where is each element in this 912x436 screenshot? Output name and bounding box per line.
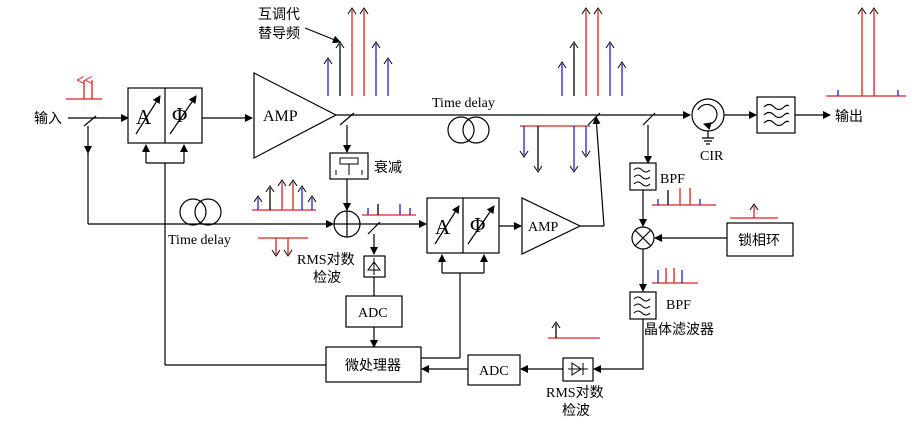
imd-pointer xyxy=(304,27,341,44)
vm2-phi-adjust-arrow xyxy=(467,205,495,245)
rms-left-label-2: 检波 xyxy=(313,270,341,286)
cir-label: CIR xyxy=(700,149,724,164)
input-label: 输入 xyxy=(34,111,62,127)
output-sample-coupler xyxy=(642,112,656,126)
attenuator-legs xyxy=(335,164,363,175)
vm1-phi-adjust-arrow xyxy=(169,95,197,135)
output-spectrum-icon xyxy=(826,7,906,97)
diode-icon-left xyxy=(367,258,381,275)
rms-left-label-1: RMS对数 xyxy=(297,252,355,268)
detector-spectrum-icon xyxy=(548,321,600,339)
pilot-spectrum-icon xyxy=(652,188,716,206)
output-label: 输出 xyxy=(835,109,863,125)
imd-label-2: 替导频 xyxy=(258,26,300,42)
circulator xyxy=(691,98,725,132)
error-inverted-spectrum-icon xyxy=(519,125,591,173)
delay-left-coil-a xyxy=(179,198,207,226)
vm1-a-adjust-arrow xyxy=(135,95,161,135)
adc-right xyxy=(467,354,521,386)
crystal-to-rms-line xyxy=(593,319,644,373)
input-spectrum-icon xyxy=(66,80,102,100)
error-sample-coupler xyxy=(367,221,381,235)
vm2-a-adjust-arrow xyxy=(434,205,460,245)
micro-label: 微处理器 xyxy=(345,358,401,374)
bpf-upper-icon xyxy=(633,167,651,187)
rms-right-label-1: RMS对数 xyxy=(546,385,604,401)
reference-spectrum-icon xyxy=(252,179,317,211)
diode-icon-right xyxy=(568,362,588,376)
vm1-a-label: A xyxy=(136,105,152,129)
vm2-phi-label: Φ xyxy=(470,213,485,237)
pll-spectrum-icon xyxy=(730,203,778,219)
adc-left-label: ADC xyxy=(358,306,388,321)
amp-output-spectrum-icon xyxy=(323,7,393,96)
input-coupler xyxy=(83,115,97,127)
vm1-phi-label: Φ xyxy=(172,103,187,127)
adc-right-label: ADC xyxy=(479,364,509,379)
vm2-a-label: A xyxy=(435,215,451,239)
circulator-ground-icon xyxy=(702,137,714,145)
time-delay-top-label: Time delay xyxy=(432,96,495,111)
pll-label: 锁相环 xyxy=(738,233,780,249)
bpf-upper-label: BPF xyxy=(660,172,685,187)
attenuator-label: 衰减 xyxy=(374,159,402,176)
inverted-reference-spectrum-icon xyxy=(258,237,308,257)
main-line-spectrum-icon xyxy=(557,7,627,96)
main-amp-label: AMP xyxy=(263,108,298,125)
main-amplifier xyxy=(253,72,338,159)
amp-output-coupler xyxy=(339,112,355,126)
circulator-arrow xyxy=(697,103,718,130)
error-spectrum-icon xyxy=(362,204,416,216)
mixer-output-spectrum-icon xyxy=(652,268,698,284)
bpf-lower-icon xyxy=(633,296,651,316)
bpf-lower-label: BPF xyxy=(666,298,691,313)
crystal-filter-label: 晶体滤波器 xyxy=(644,322,714,338)
imd-label-1: 互调代 xyxy=(258,7,300,23)
adc-left xyxy=(345,295,403,328)
error-amplifier xyxy=(521,197,582,255)
delay-top-coil-a xyxy=(447,116,475,144)
error-amp-label: AMP xyxy=(528,220,559,235)
delay-left-coil-b xyxy=(194,198,222,226)
error-injection-line xyxy=(592,116,605,227)
output-filter xyxy=(756,96,796,134)
pll xyxy=(726,222,794,257)
mixer-x2 xyxy=(634,229,652,247)
rms-right-label-2: 检波 xyxy=(562,403,590,419)
delay-top-coil-b xyxy=(462,116,490,144)
output-filter-icon xyxy=(763,103,790,127)
microprocessor xyxy=(325,346,422,383)
time-delay-left-label: Time delay xyxy=(168,233,231,248)
